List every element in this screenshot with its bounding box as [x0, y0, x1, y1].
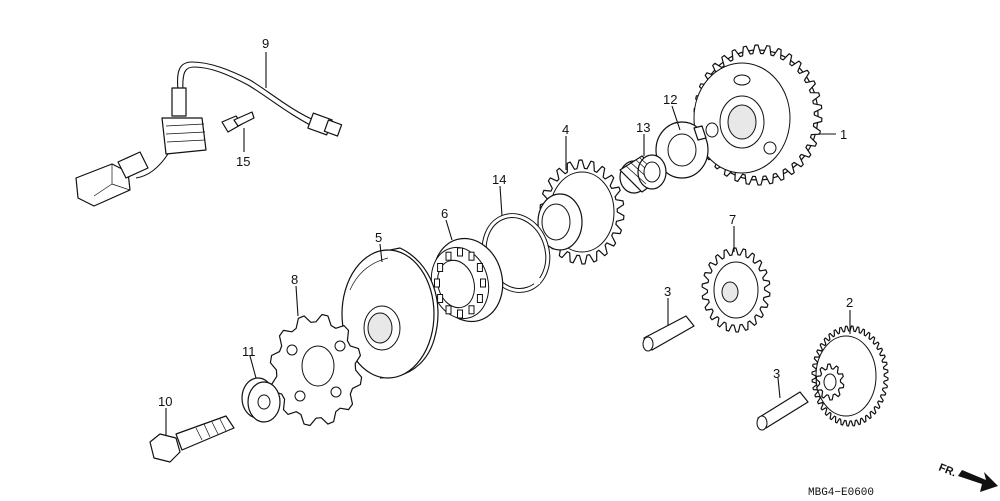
small-bolt-part — [221, 111, 255, 133]
clutch-roller — [468, 251, 475, 261]
idle-gear-part — [537, 159, 625, 265]
clutch-roller — [480, 278, 486, 288]
callout-7: 7 — [729, 212, 736, 227]
clutch-roller — [457, 247, 463, 257]
callout-14: 14 — [492, 172, 506, 187]
callout-15: 15 — [236, 154, 250, 169]
callout-6: 6 — [441, 206, 448, 221]
thrust-washer-part — [655, 121, 709, 179]
callout-13: 13 — [636, 120, 650, 135]
callout-2: 2 — [846, 295, 853, 310]
drawing-code: MBG4−E0600 — [808, 487, 874, 499]
clutch-roller — [468, 305, 475, 315]
sensor-wire-part — [75, 61, 343, 207]
clutch-roller — [445, 305, 452, 315]
needle-bearing-part — [619, 154, 667, 194]
callout-9: 9 — [262, 36, 269, 51]
direction-label: FR. — [937, 462, 958, 480]
clutch-roller — [445, 251, 452, 261]
callout-10: 10 — [158, 394, 172, 409]
leader-lines — [165, 52, 851, 436]
callout-3-lower: 3 — [773, 366, 780, 381]
large-driven-gear-part — [693, 44, 823, 186]
callout-11: 11 — [242, 344, 256, 359]
callout-3-upper: 3 — [664, 284, 671, 299]
clutch-roller — [457, 309, 463, 319]
drive-plate-part — [269, 313, 363, 427]
shaft-part-upper — [642, 315, 695, 352]
callout-5: 5 — [375, 230, 382, 245]
clutch-roller — [434, 278, 440, 288]
one-way-clutch-part — [430, 237, 504, 323]
clutch-roller — [437, 263, 444, 272]
direction-arrow-icon — [958, 470, 998, 492]
shaft-part-lower — [756, 391, 809, 431]
callout-1: 1 — [840, 127, 847, 142]
callout-4: 4 — [562, 122, 569, 137]
callout-labels: 1 2 3 3 4 5 6 7 8 9 10 11 12 13 14 15 — [158, 36, 853, 409]
flange-bolt-part — [149, 415, 235, 463]
clutch-roller — [476, 263, 483, 272]
callout-8: 8 — [291, 272, 298, 287]
clutch-outer-part — [341, 247, 439, 379]
reduction-gear-part — [701, 247, 771, 333]
starter-reduction-gear-part — [811, 325, 889, 427]
clutch-roller — [437, 294, 444, 303]
front-direction-indicator: FR. — [937, 462, 998, 492]
callout-12: 12 — [663, 92, 677, 107]
clutch-roller — [476, 294, 483, 303]
washer-part — [241, 377, 281, 423]
